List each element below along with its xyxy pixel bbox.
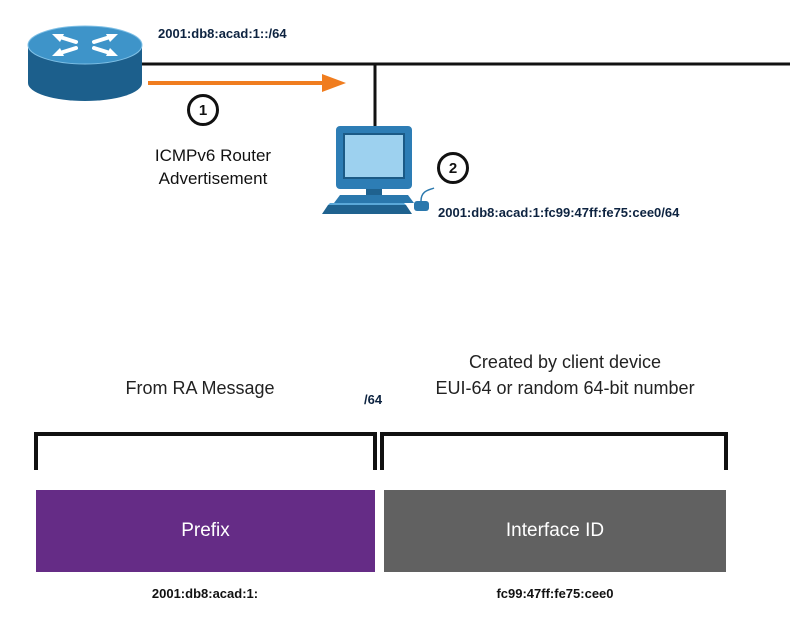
router-icon [27, 25, 143, 101]
prefix-box: Prefix [36, 490, 375, 572]
interface-id-value: fc99:47ff:fe75:cee0 [496, 586, 614, 601]
interface-id-box: Interface ID [384, 490, 726, 572]
prefix-bracket [34, 432, 377, 470]
prefix-value: 2001:db8:acad:1: [151, 586, 259, 601]
prefix-box-label: Prefix [181, 520, 230, 541]
pc-address-label: 2001:db8:acad:1:fc99:47ff:fe75:cee0/64 [438, 205, 680, 220]
step-2-badge: 2 [437, 152, 469, 184]
step-1-text: ICMPv6 Router Advertisement [154, 146, 272, 188]
interface-id-bracket [380, 432, 728, 470]
network-prefix-label: 2001:db8:acad:1::/64 [158, 26, 287, 41]
interface-caption-line1: Created by client device [468, 352, 662, 372]
prefix-length-label: /64 [364, 392, 383, 407]
router-advertisement-arrow [148, 74, 346, 92]
step-1-badge: 1 [187, 94, 219, 126]
interface-id-box-label: Interface ID [505, 520, 605, 541]
interface-caption-line2: EUI-64 or random 64-bit number [435, 378, 695, 398]
prefix-source-caption: From RA Message [125, 378, 275, 398]
pc-icon [322, 126, 435, 214]
